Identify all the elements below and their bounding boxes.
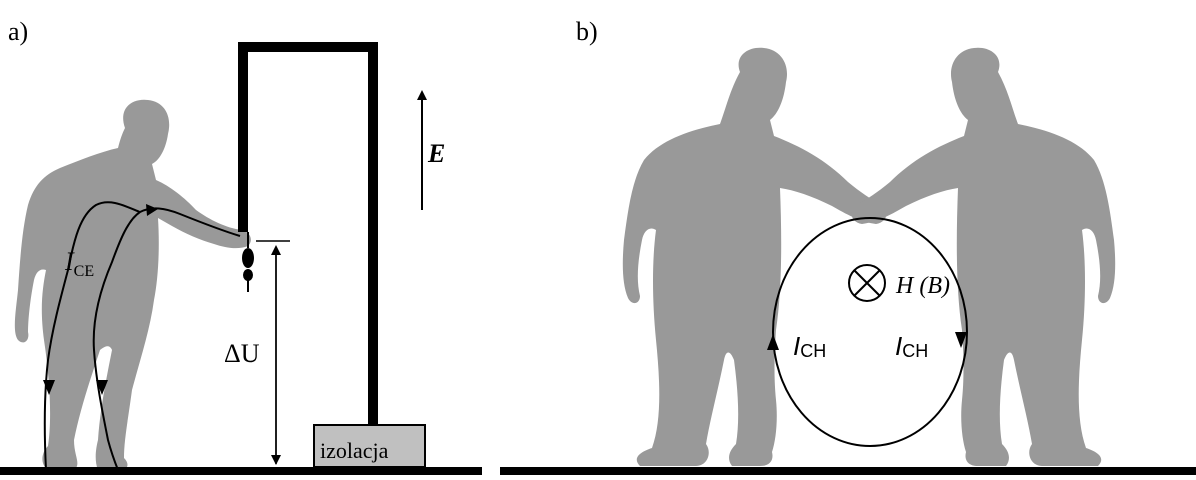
field-into-page-icon [848,264,886,302]
current-path-ce [43,201,241,471]
panel-b-label: b) [576,17,598,46]
field-e-label: E [427,139,445,168]
current-loop [772,217,968,447]
current-ce-label: ICE [64,247,94,280]
insulator-label: izolacja [320,438,389,463]
current-ch-left-label: ICH [793,331,826,361]
panel-a-label: a) [8,17,28,46]
current-ch-right-label: ICH [895,331,928,361]
panel-b: b) H (B) ICH ICH [500,17,1196,475]
person-b-right-silhouette [851,47,1116,467]
current-arrow-top [146,204,158,216]
person-a-silhouette [14,99,251,470]
panel-a: a) izolacja E ΔU [0,17,482,475]
conductive-frame [238,42,378,425]
insulator-box [313,424,426,468]
current-arrow-right [96,380,108,395]
voltage-label: ΔU [224,339,260,368]
person-b-left-silhouette [622,47,887,467]
field-h-label: H (B) [895,273,950,299]
ground-b [500,467,1196,475]
loop-arrow-left [767,334,779,350]
ground-a [0,467,482,475]
current-arrow-left [43,380,55,395]
loop-arrow-right [955,332,967,348]
electrode-tip [242,232,254,292]
